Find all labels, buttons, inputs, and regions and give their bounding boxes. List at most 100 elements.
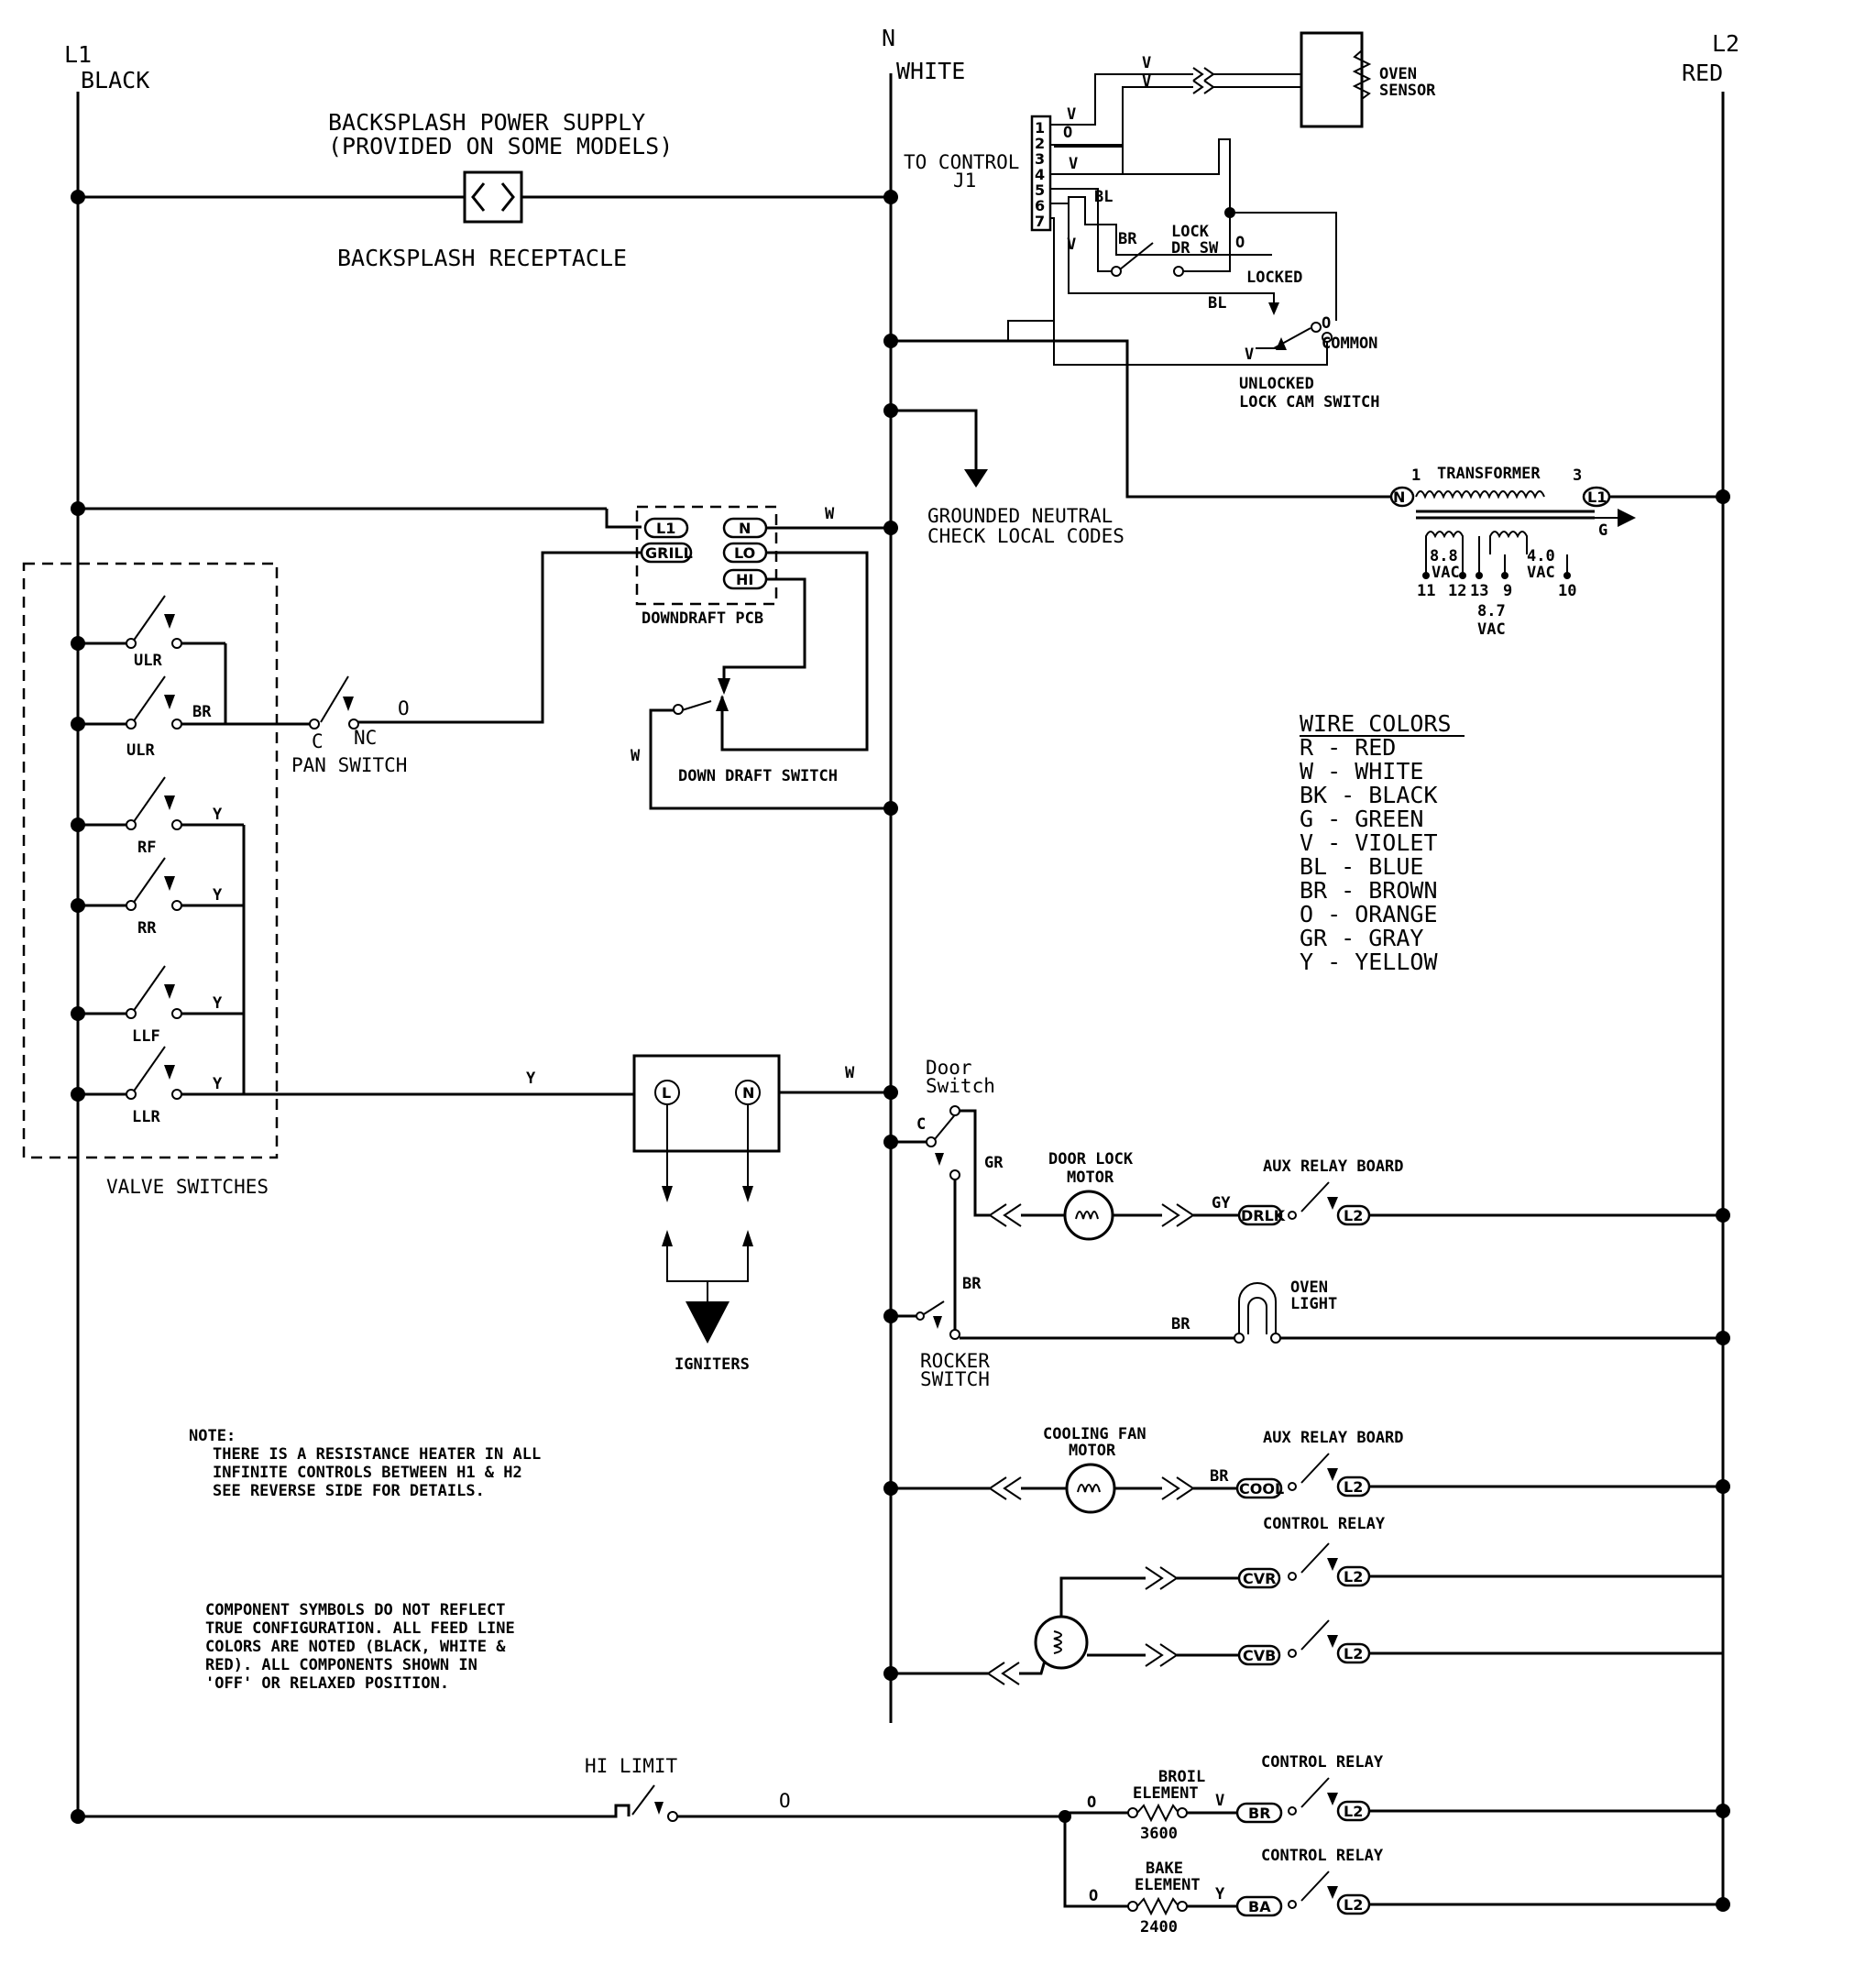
- pcb-lo-terminal: LO: [734, 544, 755, 562]
- oven-light-label-2: LIGHT: [1290, 1295, 1337, 1313]
- wire-color-v: V - VIOLET: [1300, 829, 1438, 856]
- wire-o-2: O: [1235, 234, 1245, 252]
- aux-relay-board-2: AUX RELAY BOARD: [1263, 1429, 1404, 1447]
- note2-line5: 'OFF' OR RELAXED POSITION.: [205, 1674, 449, 1693]
- wire-w-pcb: W: [825, 505, 835, 523]
- door-lock-motor-label: DOOR LOCK: [1048, 1150, 1134, 1169]
- notes: NOTE: THERE IS A RESISTANCE HEATER IN AL…: [189, 1427, 541, 1693]
- convection-circuit: [883, 1542, 1723, 1685]
- l1-label: L1: [64, 41, 92, 68]
- wire-o-1: O: [1063, 124, 1072, 142]
- wire-color-bk: BK - BLACK: [1300, 782, 1438, 808]
- pin-2: 2: [1035, 135, 1045, 152]
- cvr-l2-terminal: L2: [1344, 1568, 1363, 1585]
- lock-dr-sw-label: LOCK: [1171, 223, 1210, 241]
- cvb-terminal: CVB: [1243, 1647, 1276, 1664]
- sec1-voltage: 8.8: [1430, 547, 1458, 565]
- wire-gy: GY: [1212, 1194, 1231, 1212]
- wire-color-o: O - ORANGE: [1300, 901, 1438, 927]
- wire-color-w: W - WHITE: [1300, 758, 1423, 785]
- l2-label: L2: [1712, 30, 1739, 57]
- door-lock-circuit: [883, 1105, 1730, 1345]
- j1-label: J1: [953, 170, 976, 192]
- wire-o-hi-limit: O: [779, 1790, 791, 1812]
- valve-rf: RF: [137, 839, 156, 857]
- control-connector-j1: [1030, 31, 1372, 366]
- note2-line1: COMPONENT SYMBOLS DO NOT REFLECT: [205, 1601, 506, 1619]
- door-switch-label: Door: [926, 1057, 972, 1079]
- connector-pins: 1 2 3 4 5 6 7: [1035, 119, 1045, 230]
- note2-line2: TRUE CONFIGURATION. ALL FEED LINE: [205, 1619, 515, 1638]
- cvr-terminal: CVR: [1243, 1570, 1276, 1587]
- note1-line2: THERE IS A RESISTANCE HEATER IN ALL: [213, 1445, 541, 1464]
- rocker-switch-label: ROCKER: [920, 1350, 990, 1372]
- wire-o-3: O: [1322, 314, 1331, 333]
- l1-color-label: BLACK: [81, 67, 149, 93]
- to-control-label: TO CONTROL: [904, 151, 1019, 173]
- pcb-hi-terminal: HI: [736, 571, 753, 588]
- wire-y-llf: Y: [213, 994, 223, 1013]
- pin-12: 12: [1448, 582, 1466, 600]
- broil-element-label: BROIL: [1158, 1768, 1205, 1786]
- valve-llf: LLF: [132, 1027, 160, 1046]
- wire-y-rr: Y: [213, 886, 223, 905]
- note1-line1: NOTE:: [189, 1427, 236, 1445]
- sec2-unit: VAC: [1527, 564, 1555, 582]
- backsplash-receptacle-label: BACKSPLASH RECEPTACLE: [337, 245, 627, 271]
- wire-br-valve: BR: [192, 703, 212, 721]
- wire-y-igniter: Y: [526, 1070, 536, 1088]
- wire-gr-door: GR: [984, 1154, 1004, 1172]
- wire-bl-2: BL: [1208, 294, 1226, 313]
- broil-relay-terminal: BR: [1248, 1805, 1271, 1822]
- wire-v-4: V: [1069, 155, 1078, 173]
- wire-y-bake: Y: [1215, 1885, 1225, 1904]
- sec1-unit: VAC: [1432, 564, 1460, 582]
- bake-l2-terminal: L2: [1344, 1896, 1363, 1914]
- n-color-label: WHITE: [896, 58, 965, 84]
- bake-element-label: BAKE: [1146, 1860, 1183, 1878]
- igniter-n-terminal: N: [742, 1084, 754, 1102]
- pin-9: 9: [1503, 582, 1512, 600]
- pin-13: 13: [1470, 582, 1488, 600]
- wire-br-cooling: BR: [1210, 1467, 1229, 1486]
- valve-switches: [22, 562, 634, 1159]
- transformer-title: TRANSFORMER: [1437, 465, 1541, 483]
- note1-line3: INFINITE CONTROLS BETWEEN H1 & H2: [213, 1464, 522, 1482]
- wire-colors-legend: WIRE COLORS R - RED W - WHITE BK - BLACK…: [1300, 710, 1465, 975]
- wire-color-y: Y - YELLOW: [1300, 949, 1438, 975]
- pan-nc-label: NC: [354, 727, 377, 749]
- wire-br-rocker: BR: [962, 1275, 982, 1293]
- pin-6: 6: [1035, 197, 1045, 214]
- wire-o-broil: O: [1087, 1794, 1096, 1812]
- backsplash-title: BACKSPLASH POWER SUPPLY: [328, 109, 645, 136]
- pin-11: 11: [1417, 582, 1435, 600]
- cooling-fan-circuit: [883, 1453, 1730, 1514]
- pan-c-label: C: [312, 730, 324, 752]
- sec3-voltage: 8.7: [1477, 602, 1506, 620]
- pin-4: 4: [1035, 166, 1045, 183]
- locked-label: LOCKED: [1246, 269, 1302, 287]
- cool-terminal: COOL: [1239, 1480, 1284, 1498]
- backsplash-circuit: [71, 170, 898, 224]
- wire-y-llr: Y: [213, 1075, 223, 1093]
- igniter-l-terminal: L: [662, 1084, 671, 1102]
- wire-o-bake: O: [1089, 1887, 1098, 1905]
- wire-color-gr: GR - GRAY: [1300, 925, 1423, 951]
- wire-v-1: V: [1142, 54, 1151, 72]
- pin-10: 10: [1558, 582, 1576, 600]
- downdraft-pcb: [71, 501, 898, 816]
- door-lock-motor-label-2: MOTOR: [1067, 1169, 1114, 1187]
- unlocked-label: UNLOCKED: [1239, 375, 1314, 393]
- backsplash-subtitle: (PROVIDED ON SOME MODELS): [328, 133, 673, 159]
- wire-v-5: V: [1067, 236, 1076, 254]
- neutral-taps: [883, 320, 1393, 499]
- igniter-block: [632, 1054, 898, 1344]
- valve-ulr-1: ULR: [134, 652, 162, 670]
- lock-dr-sw-label-2: DR SW: [1171, 239, 1219, 258]
- wire-v-broil: V: [1215, 1792, 1224, 1810]
- downdraft-switch-label: DOWN DRAFT SWITCH: [678, 767, 838, 785]
- wire-v-6: V: [1245, 346, 1254, 364]
- wire-o-pan: O: [398, 697, 410, 719]
- igniters-label: IGNITERS: [675, 1355, 750, 1374]
